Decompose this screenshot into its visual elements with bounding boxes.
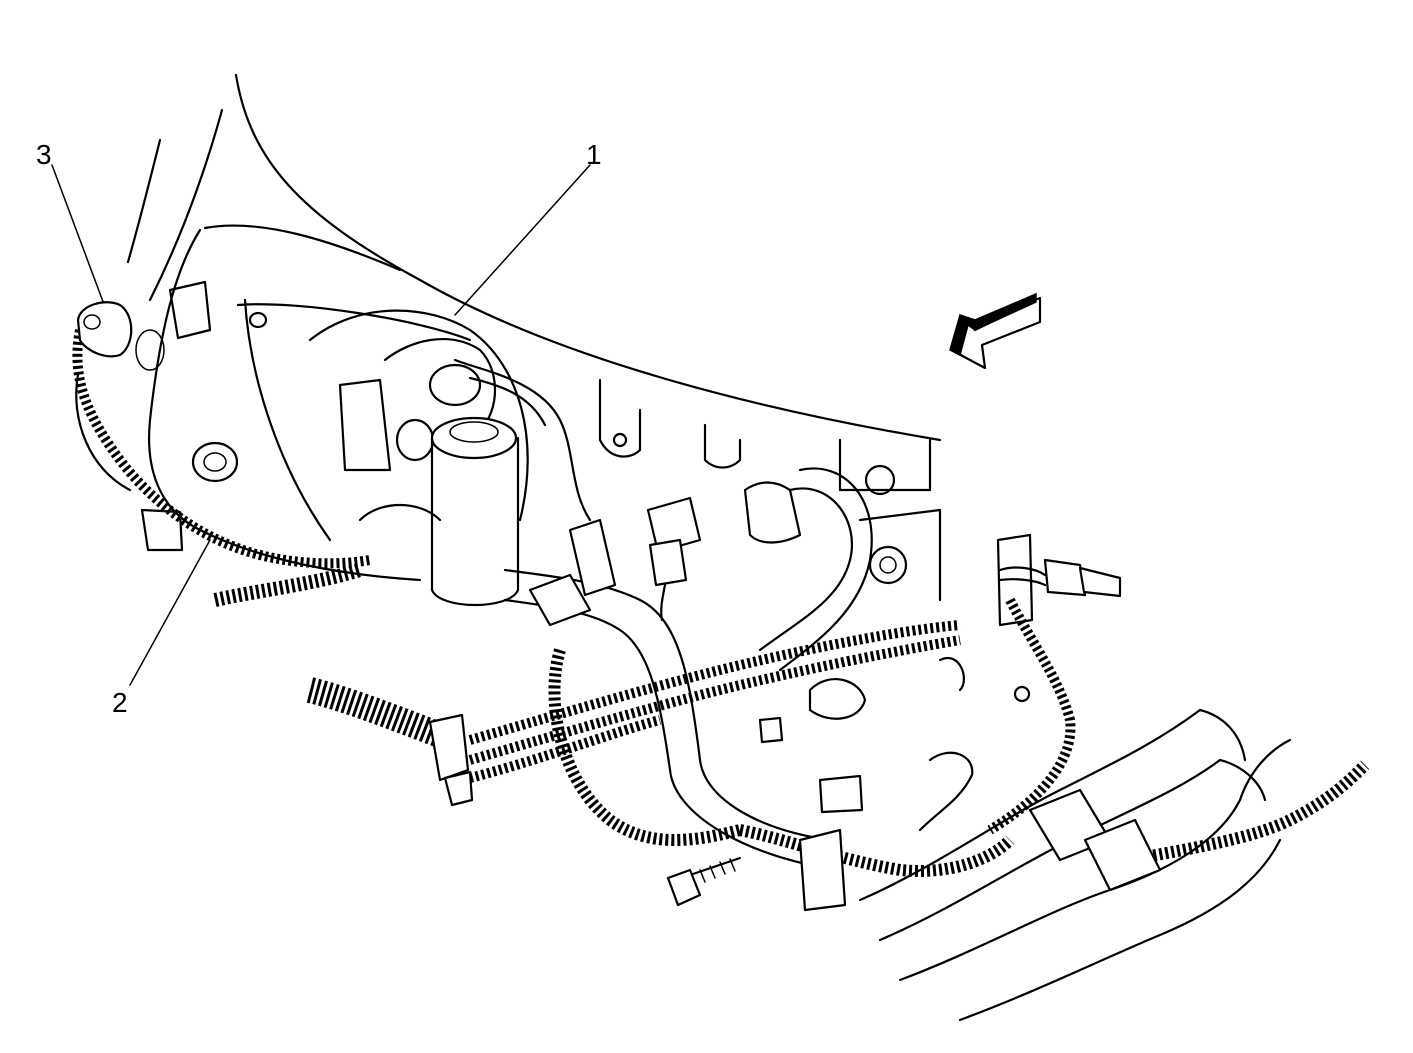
solenoid-cylinder (430, 358, 592, 606)
converter-housing (308, 309, 529, 522)
electrical-connector (646, 496, 702, 622)
front-of-vehicle-arrow (949, 292, 1042, 370)
callout-2-label: 2 (112, 687, 128, 718)
callout-leaders (51, 164, 591, 686)
oxygen-sensor (998, 558, 1122, 598)
engine-block (598, 378, 1034, 832)
wiring-harness (72, 329, 1370, 877)
coolant-hoses (858, 708, 1292, 1022)
mounting-bolt (666, 856, 742, 907)
transmission-housing (75, 73, 942, 582)
harness-bracket (798, 828, 847, 912)
harness-clip (428, 713, 474, 807)
sensor-connector (743, 467, 873, 672)
callout-3-label: 3 (36, 139, 52, 170)
transmission-cooler-line (503, 518, 842, 872)
speed-sensor (76, 301, 165, 371)
callout-1-label: 1 (586, 139, 602, 170)
